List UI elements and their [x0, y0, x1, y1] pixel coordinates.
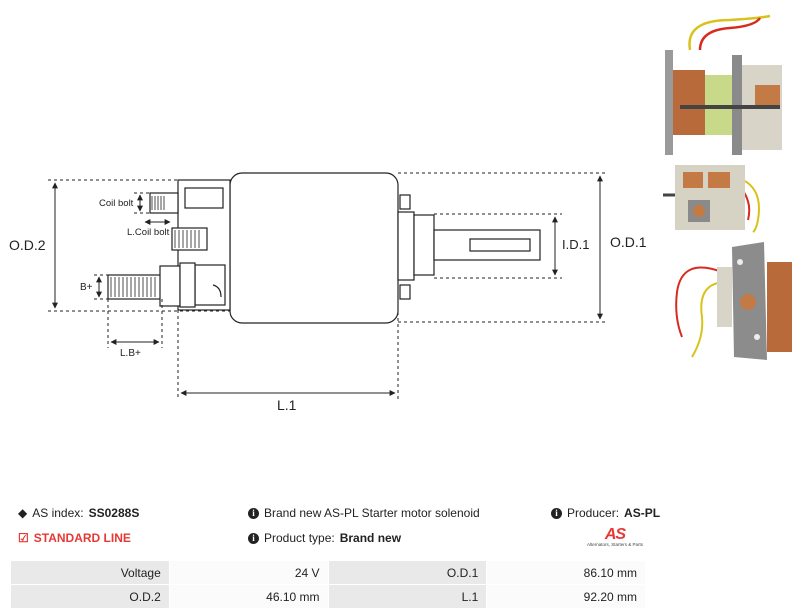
spec-key: Voltage [10, 560, 170, 585]
plunger-slot [469, 238, 531, 252]
producer-label: Producer: [567, 506, 620, 520]
specs-table: Voltage 24 V O.D.1 86.10 mm O.D.2 46.10 … [10, 560, 646, 609]
label-coil-bolt: Coil bolt [99, 198, 134, 209]
spec-value: 24 V [168, 560, 329, 585]
product-type-label: Product type: [264, 531, 335, 545]
product-photo-back [675, 242, 792, 360]
label-l-coil-bolt: L.Coil bolt [127, 227, 170, 238]
description-text: Brand new AS-PL Starter motor solenoid [264, 506, 480, 520]
as-index-value: SS0288S [88, 506, 140, 520]
producer-value: AS-PL [624, 506, 661, 520]
solenoid-body [229, 172, 399, 324]
table-row: O.D.2 46.10 mm L.1 92.20 mm [10, 584, 646, 609]
logo-mark: AS [604, 526, 626, 543]
label-id1: I.D.1 [562, 237, 589, 252]
label-od2: O.D.2 [9, 237, 46, 253]
standard-line-label: STANDARD LINE [33, 531, 131, 545]
label-l1: L.1 [277, 397, 297, 413]
product-photo-front [663, 165, 760, 233]
product-type: i Product type: Brand new [248, 531, 401, 545]
info-icon: i [248, 532, 259, 544]
label-od1: O.D.1 [610, 234, 647, 250]
product-info: ◆ AS index: SS0288S ☑ STANDARD LINE i Br… [0, 500, 800, 560]
info-icon: i [551, 507, 562, 519]
standard-line: ☑ STANDARD LINE [18, 531, 131, 545]
as-index-label: AS index: [32, 506, 84, 520]
spec-value: 46.10 mm [168, 584, 329, 609]
spec-value: 86.10 mm [486, 560, 646, 585]
as-index: ◆ AS index: SS0288S [18, 506, 139, 520]
spec-key: O.D.1 [327, 560, 488, 585]
tag-icon: ◆ [18, 506, 28, 520]
label-l-b-plus: L.B+ [120, 348, 141, 359]
spec-key: O.D.2 [10, 584, 170, 609]
table-row: Voltage 24 V O.D.1 86.10 mm [10, 560, 646, 585]
spec-value: 92.20 mm [486, 584, 646, 609]
spec-key: L.1 [327, 584, 488, 609]
as-pl-logo: AS Alternators, Starters & Parts [580, 526, 650, 547]
product-type-value: Brand new [339, 531, 402, 545]
producer: i Producer: AS-PL [551, 506, 660, 520]
check-icon: ☑ [18, 531, 29, 545]
description: i Brand new AS-PL Starter motor solenoid [248, 506, 480, 520]
label-b-plus: B+ [80, 282, 93, 293]
solenoid-technical-drawing: Coil bolt L.Coil bolt B+ L.B+ O.D.2 O.D.… [9, 172, 647, 413]
product-photo-side [665, 14, 782, 155]
info-icon: i [248, 507, 259, 519]
logo-subtitle: Alternators, Starters & Parts [586, 542, 644, 547]
